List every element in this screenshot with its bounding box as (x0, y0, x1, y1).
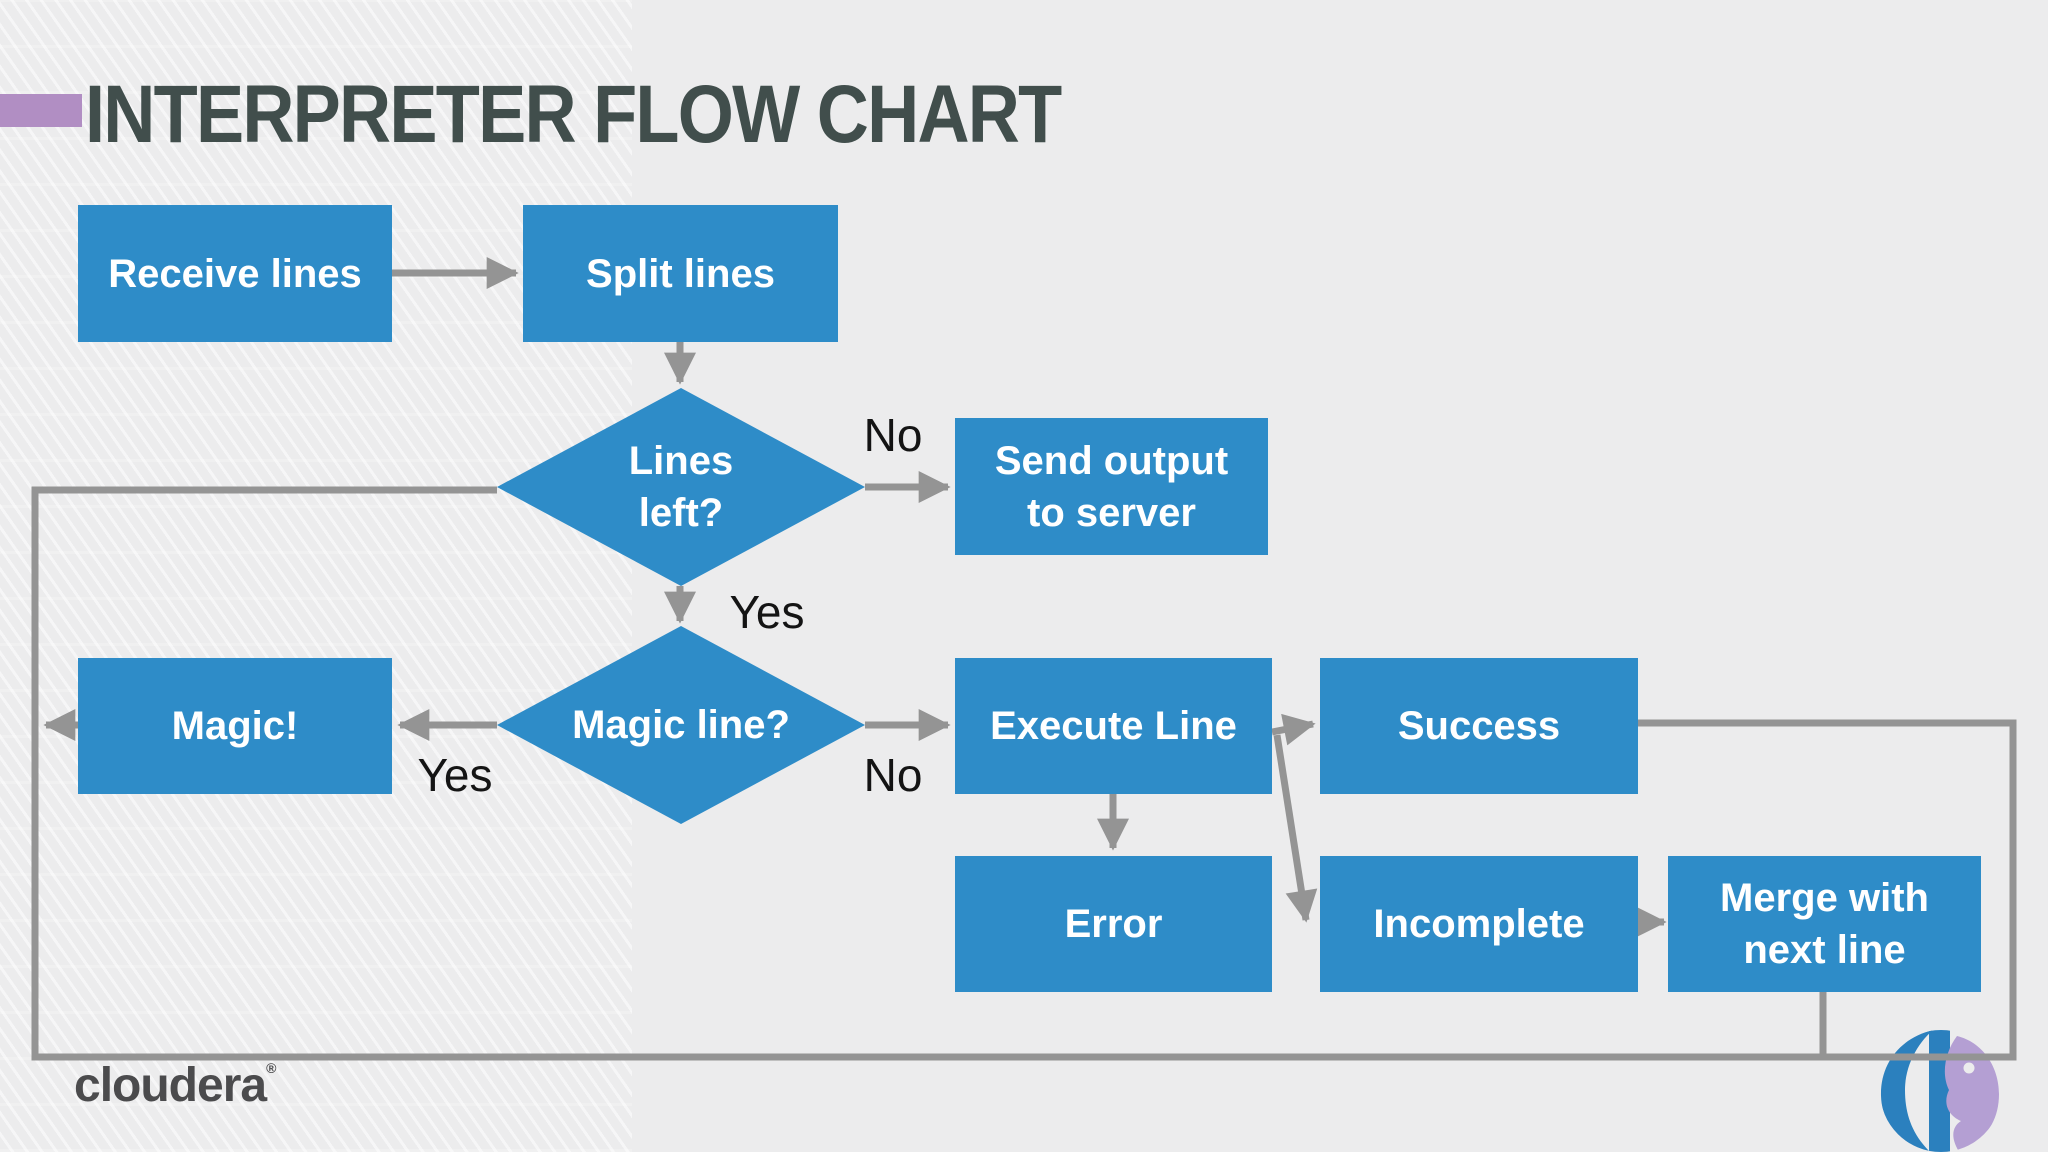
node-label: Receive lines (108, 251, 362, 296)
registered-mark: ® (266, 1060, 276, 1076)
node-label: Magic! (171, 704, 299, 748)
node-send-output-to-server: Send output to server (955, 418, 1268, 555)
cloudera-wordmark-text: cloudera (74, 1059, 267, 1112)
edge-execute-to-success (1271, 713, 1316, 746)
edge-execute-to-incomplete (1273, 734, 1318, 923)
node-split-lines: Split lines (523, 205, 838, 342)
node-execute-line: Execute Line (955, 658, 1272, 794)
node-label: Magic line? (572, 703, 790, 747)
node-magic: Magic! (78, 658, 392, 794)
page-title: INTERPRETER FLOW CHART (85, 69, 1062, 160)
node-receive-lines: Receive lines (78, 205, 392, 342)
node-merge-with-next-line: Merge with next line (1668, 856, 1981, 992)
node-label: Merge with next line (1720, 876, 1929, 972)
cloudera-wordmark: cloudera® (74, 1058, 276, 1113)
node-magic-line-decision: Magic line? (497, 626, 865, 824)
node-error: Error (955, 856, 1272, 992)
edge-label-lines-left-yes: Yes (729, 586, 805, 638)
node-label: Send output to server (994, 438, 1229, 535)
node-label: Error (1064, 902, 1163, 946)
title-accent-bar (0, 94, 82, 127)
node-lines-left-decision: Lines left? (497, 388, 865, 586)
edge-loop-success-to-lines-left (31, 486, 2017, 1061)
node-success: Success (1320, 658, 1638, 794)
edge-label-magic-line-no: No (863, 749, 923, 801)
node-label: Incomplete (1373, 902, 1585, 946)
node-label: Success (1397, 704, 1561, 748)
node-label: Execute Line (990, 704, 1237, 748)
node-label: Lines left? (628, 439, 734, 535)
edge-label-magic-line-yes: Yes (417, 749, 493, 801)
node-label: Split lines (586, 251, 775, 296)
edge-label-lines-left-no: No (863, 409, 923, 461)
node-incomplete: Incomplete (1320, 856, 1638, 992)
